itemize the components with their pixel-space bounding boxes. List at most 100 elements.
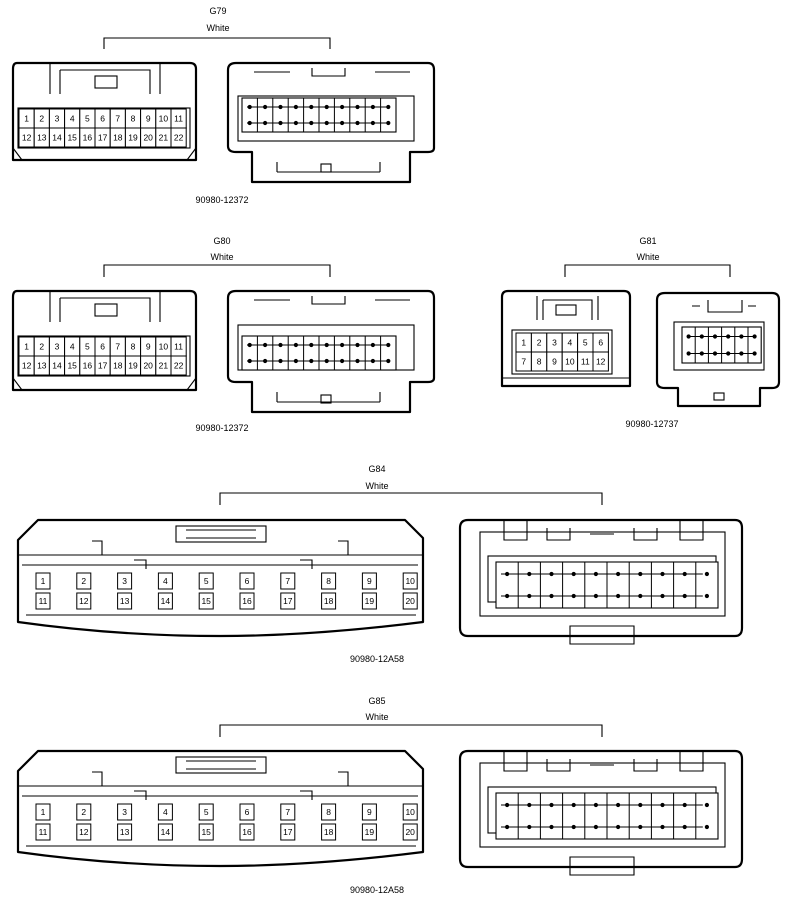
pin-cell [592, 351, 609, 372]
pin-dot [386, 120, 391, 126]
pin-number: 21 [159, 133, 169, 143]
pin-number: 11 [39, 827, 48, 837]
connector-color: White [636, 252, 659, 262]
pin-number: 1 [24, 342, 29, 352]
pin-dot [752, 351, 757, 356]
pin-number: 4 [568, 338, 573, 348]
pin-dot [638, 571, 643, 577]
pin-dot [263, 104, 268, 110]
pin-cell [35, 823, 51, 841]
pin-number: 4 [163, 576, 168, 586]
pin-cell [280, 572, 296, 590]
pin-number: 12 [596, 357, 606, 367]
pin-cell [239, 803, 255, 821]
pin-cell [280, 592, 296, 610]
pin-number: 9 [367, 807, 372, 817]
pin-number: 12 [79, 827, 89, 837]
pin-cell [35, 572, 51, 590]
pin-dot [712, 334, 718, 339]
pin-dot [278, 342, 283, 348]
pin-dot [324, 358, 329, 364]
pin-dot [505, 571, 510, 577]
male-connector-face [226, 289, 436, 414]
pin-dot [593, 593, 599, 599]
pin-number: 19 [365, 827, 375, 837]
pin-dot [616, 824, 621, 830]
pin-dot [549, 593, 554, 599]
pin-number: 20 [143, 133, 153, 143]
pin-dot [505, 593, 510, 599]
pin-cell [76, 823, 92, 841]
pin-dot [660, 802, 665, 808]
pin-dot [247, 120, 252, 126]
pin-number: 19 [365, 596, 375, 606]
pin-number: 7 [115, 342, 120, 352]
pin-dot [593, 802, 599, 808]
pin-dot [686, 351, 691, 356]
pin-dot [549, 802, 554, 808]
connector-color: White [210, 252, 233, 262]
part-number: 90980-12737 [625, 419, 678, 429]
pin-dot [549, 824, 554, 830]
pin-number: 10 [159, 342, 169, 352]
connector-code: G79 [209, 6, 226, 16]
pin-cell [361, 572, 377, 590]
pin-number: 3 [55, 114, 60, 124]
pin-number: 18 [324, 596, 334, 606]
pin-dot [660, 571, 665, 577]
pin-dot [355, 342, 360, 348]
pin-dot [638, 593, 643, 599]
connector-code: G81 [639, 236, 656, 246]
pin-dot [739, 351, 744, 356]
pin-dot [309, 358, 314, 364]
pin-number: 13 [37, 133, 47, 143]
pin-number: 14 [52, 361, 62, 371]
pin-cell [280, 803, 296, 821]
pin-number: 15 [201, 596, 211, 606]
pin-number: 18 [324, 827, 334, 837]
pin-dot [278, 104, 283, 110]
part-number: 90980-12A58 [350, 654, 404, 664]
pin-dot [340, 120, 345, 126]
pin-dot [752, 334, 757, 339]
pin-number: 10 [159, 114, 169, 124]
pin-number: 7 [285, 807, 290, 817]
pin-number: 13 [120, 596, 130, 606]
pin-dot [293, 120, 298, 126]
part-number: 90980-12372 [195, 195, 248, 205]
connector-color: White [365, 481, 388, 491]
pin-cell [117, 572, 133, 590]
pin-number: 8 [131, 114, 136, 124]
pin-number: 1 [24, 114, 29, 124]
pin-number: 18 [113, 361, 123, 371]
pin-dot [309, 120, 314, 126]
pin-number: 4 [70, 342, 75, 352]
pin-cell [321, 823, 337, 841]
pin-cell [170, 355, 187, 376]
connector-color: White [365, 712, 388, 722]
pin-dot [355, 104, 360, 110]
pin-number: 1 [41, 576, 46, 586]
pin-number: 20 [143, 361, 153, 371]
male-connector-face [226, 61, 436, 184]
pin-cell [402, 572, 418, 590]
pin-number: 8 [326, 576, 331, 586]
pin-dot [616, 571, 621, 577]
pin-dot [355, 120, 360, 126]
pin-number: 20 [405, 827, 415, 837]
pin-dot [593, 571, 599, 577]
pin-cell [35, 803, 51, 821]
pin-dot [324, 104, 329, 110]
pin-dot [370, 104, 375, 110]
pin-cell [239, 823, 255, 841]
pair-bracket [103, 264, 331, 277]
pin-dot [682, 824, 687, 830]
pin-dot [527, 571, 532, 577]
pin-number: 21 [159, 361, 169, 371]
pin-dot [247, 104, 252, 110]
pair-bracket [564, 264, 731, 277]
pin-dot [505, 802, 510, 808]
